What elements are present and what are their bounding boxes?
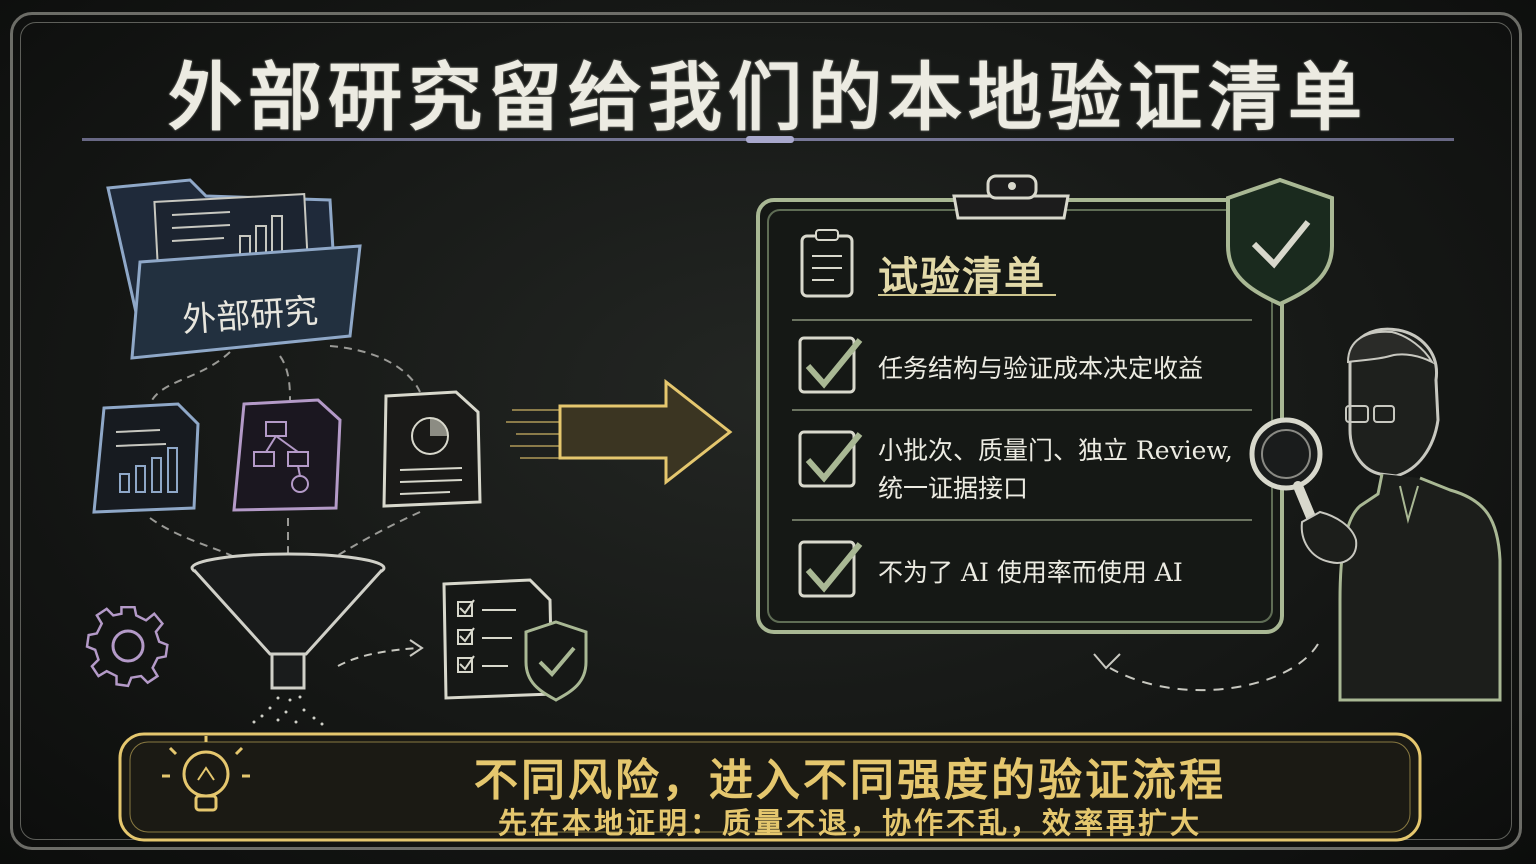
checklist-item: 小批次、质量门、独立 Review, 统一证据接口 (878, 432, 1233, 508)
checklist-title-underline (878, 294, 1056, 296)
banner-frame (118, 732, 1422, 842)
pie-chart-document-icon (382, 390, 482, 508)
checklist-title: 试验清单 (878, 253, 1046, 300)
checklist-item-text: 小批次、质量门、独立 Review, (878, 436, 1233, 465)
lightbulb-icon (162, 736, 250, 812)
checklist-item: 不为了 AI 使用率而使用 AI (878, 554, 1183, 592)
board-frame (10, 12, 1522, 850)
clipboard-icon (756, 174, 1284, 634)
checklist-item-text-line2: 统一证据接口 (878, 474, 1029, 503)
checklist-item-text: 任务结构与验证成本决定收益 (878, 354, 1204, 383)
page-title: 外部研究留给我们的本地验证清单 (168, 55, 1368, 141)
bar-chart-document-icon (92, 402, 200, 514)
flowchart-document-icon (232, 398, 342, 512)
funnel-icon (190, 552, 386, 726)
checkbox-icon (798, 430, 863, 488)
checklist-item-text: 不为了 AI 使用率而使用 AI (878, 558, 1183, 587)
folder-icon (106, 178, 362, 360)
shield-check-icon (1226, 177, 1334, 307)
banner-title: 不同风险，进入不同强度的验证流程 (474, 755, 1226, 806)
checkbox-icon (798, 336, 863, 394)
shield-check-icon (524, 620, 588, 702)
gear-icon (85, 605, 169, 688)
banner-subtitle: 先在本地证明：质量不退，协作不乱，效率再扩大 (497, 806, 1202, 840)
checklist-item: 任务结构与验证成本决定收益 (878, 350, 1203, 388)
title-divider-accent (746, 136, 794, 143)
person-with-magnifier-icon (1249, 327, 1502, 702)
arrow-right-icon (506, 378, 733, 486)
checkbox-icon (798, 540, 863, 598)
